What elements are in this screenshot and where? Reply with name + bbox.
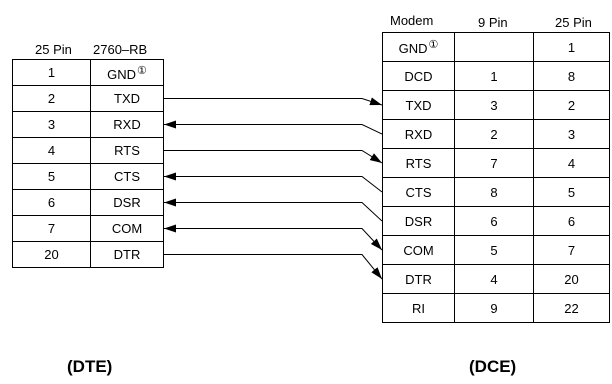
dce-signal: TXD: [382, 90, 455, 120]
wire-txd: [164, 97, 383, 106]
dce-9pin: 1: [454, 61, 534, 91]
dte-signal: DSR: [90, 189, 164, 216]
wire-rxd: [164, 120, 383, 135]
dce-signal-cell: GND①: [382, 32, 455, 62]
dte-pin-header: 25 Pin: [35, 42, 72, 57]
dte-pin: 1: [12, 59, 91, 86]
dce-signal: DCD: [382, 61, 455, 91]
dte-pin: 7: [12, 215, 91, 242]
dte-signal: GND: [107, 66, 136, 82]
dce-25pin: 4: [533, 148, 610, 178]
dte-signal: RTS: [90, 137, 164, 164]
dte-signal: TXD: [90, 85, 164, 112]
dce-25pin: 20: [533, 264, 610, 294]
wire-dtr: [164, 254, 383, 280]
dce-9pin: 8: [454, 177, 534, 207]
dce-label: (DCE): [469, 357, 517, 376]
dte-device-header: 2760–RB: [93, 42, 148, 57]
dce-25pin-header: 25 Pin: [555, 15, 592, 30]
dte-pin: 5: [12, 163, 91, 190]
dce-signal: RXD: [382, 119, 455, 149]
dce-9pin-header: 9 Pin: [478, 15, 508, 30]
dce-row: GND① 1: [382, 32, 610, 62]
wire-cts: [164, 172, 383, 193]
dce-25pin: 2: [533, 90, 610, 120]
dte-pin: 20: [12, 241, 91, 268]
dce-9pin: 2: [454, 119, 534, 149]
dte-signal: DTR: [90, 241, 164, 268]
wire-rts: [164, 150, 383, 164]
dte-label: (DTE): [67, 357, 113, 376]
note-marker: ①: [137, 64, 147, 77]
dce-9pin: [454, 32, 534, 62]
dte-pin: 4: [12, 137, 91, 164]
dce-signal: GND: [398, 41, 428, 56]
dce-25pin: 8: [533, 61, 610, 91]
dce-9pin: 4: [454, 264, 534, 294]
dce-signal: DSR: [382, 206, 455, 236]
dce-25pin: 22: [533, 293, 610, 323]
dce-modem-header: Modem: [390, 13, 434, 28]
note-marker: ①: [428, 39, 439, 51]
dce-signal: RTS: [382, 148, 455, 178]
dce-signal: CTS: [382, 177, 455, 207]
dce-signal: DTR: [382, 264, 455, 294]
dte-signal: RXD: [90, 111, 164, 138]
dce-9pin: 3: [454, 90, 534, 120]
dce-9pin: 6: [454, 206, 534, 236]
dte-signal-cell: GND①: [90, 59, 164, 86]
dce-25pin: 1: [533, 32, 610, 62]
dte-pin: 6: [12, 189, 91, 216]
dte-signal: COM: [90, 215, 164, 242]
dce-25pin: 6: [533, 206, 610, 236]
dte-pin: 3: [12, 111, 91, 138]
dte-pin: 2: [12, 85, 91, 112]
wire-com: [164, 224, 383, 251]
dce-signal: RI: [382, 293, 455, 323]
dce-25pin: 3: [533, 119, 610, 149]
dce-signal: COM: [382, 235, 455, 265]
dce-9pin: 5: [454, 235, 534, 265]
wire-dsr: [164, 198, 383, 222]
dte-signal: CTS: [90, 163, 164, 190]
dce-25pin: 7: [533, 235, 610, 265]
dce-25pin: 5: [533, 177, 610, 207]
dce-9pin: 7: [454, 148, 534, 178]
dce-9pin: 9: [454, 293, 534, 323]
